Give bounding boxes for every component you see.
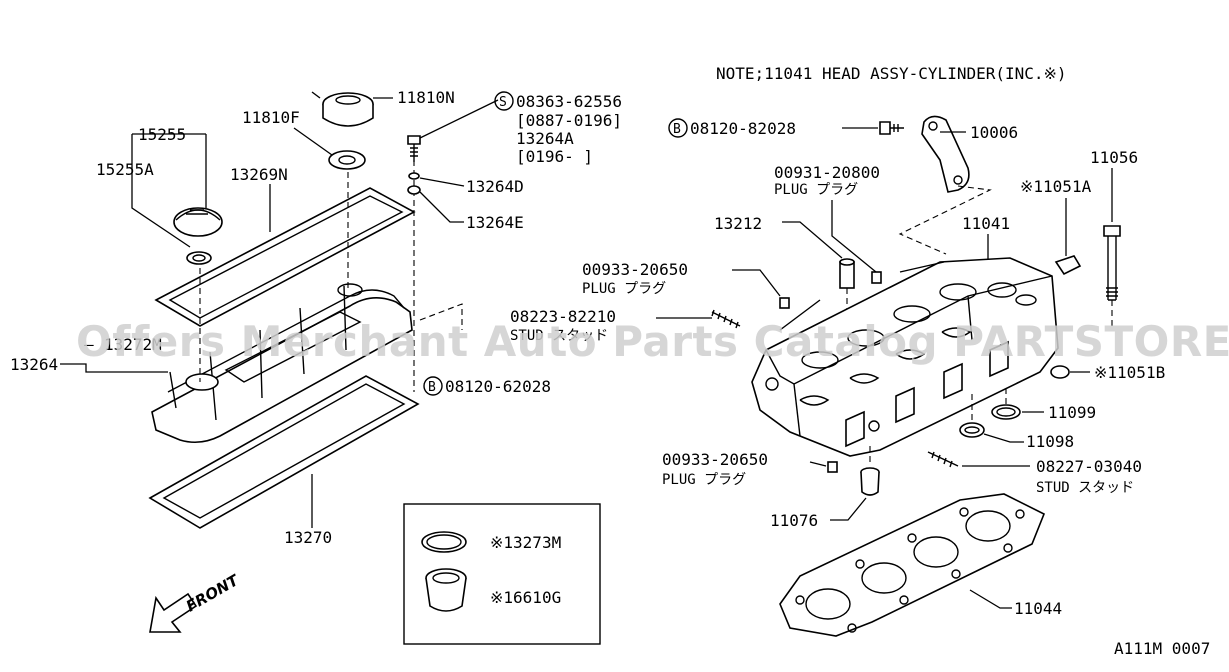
label-11056: 11056 [1090, 148, 1138, 167]
label-plug2: PLUG プラグ [582, 281, 666, 297]
label-15255A: 15255A [96, 160, 154, 179]
label-11051A: ※11051A [1020, 177, 1092, 196]
b-marker-circle-2 [423, 376, 443, 396]
front-label: FRONT [183, 570, 243, 615]
watermark: Offers Merchant Auto Parts Catalog PARTS… [76, 317, 1229, 366]
oil-filler-cap [173, 207, 223, 265]
seal-11098 [959, 422, 985, 438]
b-marker-circle-1 [668, 118, 688, 138]
cylinder-head-11041 [751, 257, 1059, 457]
label-10006: 10006 [970, 123, 1018, 142]
label-13264E: 13264E [466, 213, 524, 232]
label-plug3: PLUG プラグ [662, 472, 746, 488]
dowel-13212 [839, 258, 855, 289]
b-marker-1: B [673, 122, 681, 137]
breather-cap [311, 91, 374, 170]
label-08227-03040: 08227-03040 [1036, 457, 1142, 476]
label-16610G: ※16610G [490, 588, 561, 607]
label-11051B: ※11051B [1094, 363, 1165, 382]
label-11041: 11041 [962, 214, 1010, 233]
seal-ring-13273M [421, 531, 467, 553]
label-00931-20800: 00931-20800 [774, 163, 880, 182]
label-s-date2: [0196- ] [516, 147, 593, 166]
bolt-08120-82028 [879, 121, 904, 135]
bracket-10006 [921, 115, 970, 193]
footer-code: A111M 0007 [1114, 639, 1210, 658]
label-00933-20650-a: 00933-20650 [582, 260, 688, 279]
label-13264: 13264 [10, 355, 58, 374]
label-13270: 13270 [284, 528, 332, 547]
valve-cover-13264 [151, 283, 413, 444]
head-bolt-11056 [1103, 225, 1121, 301]
label-s-part2: 13264A [516, 129, 574, 148]
label-11076: 11076 [770, 511, 818, 530]
label-11098: 11098 [1026, 432, 1074, 451]
plug-11051B [1050, 365, 1070, 379]
label-s-code: 08363-62556 [516, 92, 622, 111]
cover-bolt [407, 135, 421, 195]
label-13269N: 13269N [230, 165, 288, 184]
inset-box [403, 503, 601, 645]
label-00933-20650-b: 00933-20650 [662, 450, 768, 469]
b-marker-2: B [428, 380, 436, 395]
plug-00931-20800 [871, 271, 882, 284]
label-11810N: 11810N [397, 88, 455, 107]
label-11044: 11044 [1014, 599, 1062, 618]
stud-08223-82210 [711, 309, 741, 329]
plug-11051A [1054, 255, 1082, 276]
label-08223-82210: 08223-82210 [510, 307, 616, 326]
label-11810F: 11810F [242, 108, 300, 127]
label-08120-62028: 08120-62028 [445, 377, 551, 396]
plug-00933-20650-b [827, 461, 838, 473]
s-marker-circle [494, 91, 514, 111]
label-stud2: STUD スタッド [1036, 480, 1134, 496]
s-marker: S [499, 95, 507, 110]
label-11099: 11099 [1048, 403, 1096, 422]
label-08120-82028: 08120-82028 [690, 119, 796, 138]
label-plug1: PLUG プラグ [774, 182, 858, 198]
label-13272M-dash: — [84, 335, 94, 354]
seal-16610G [425, 568, 467, 612]
note-text: NOTE;11041 HEAD ASSY-CYLINDER(INC.※) [716, 64, 1067, 83]
label-13272M: 13272M [104, 335, 162, 354]
label-stud1: STUD スタッド [510, 328, 608, 344]
front-arrow [149, 592, 198, 633]
stud-08227-03040 [927, 451, 959, 468]
label-13264D: 13264D [466, 177, 524, 196]
label-s-date1: [0887-0196] [516, 111, 622, 130]
gasket-13270 [148, 375, 420, 529]
label-13212: 13212 [714, 214, 762, 233]
plug-11076 [860, 467, 880, 496]
plug-00933-20650-a [779, 297, 790, 309]
head-gasket-11044 [779, 493, 1046, 637]
seal-11099 [991, 404, 1021, 420]
label-13273M: ※13273M [490, 533, 561, 552]
